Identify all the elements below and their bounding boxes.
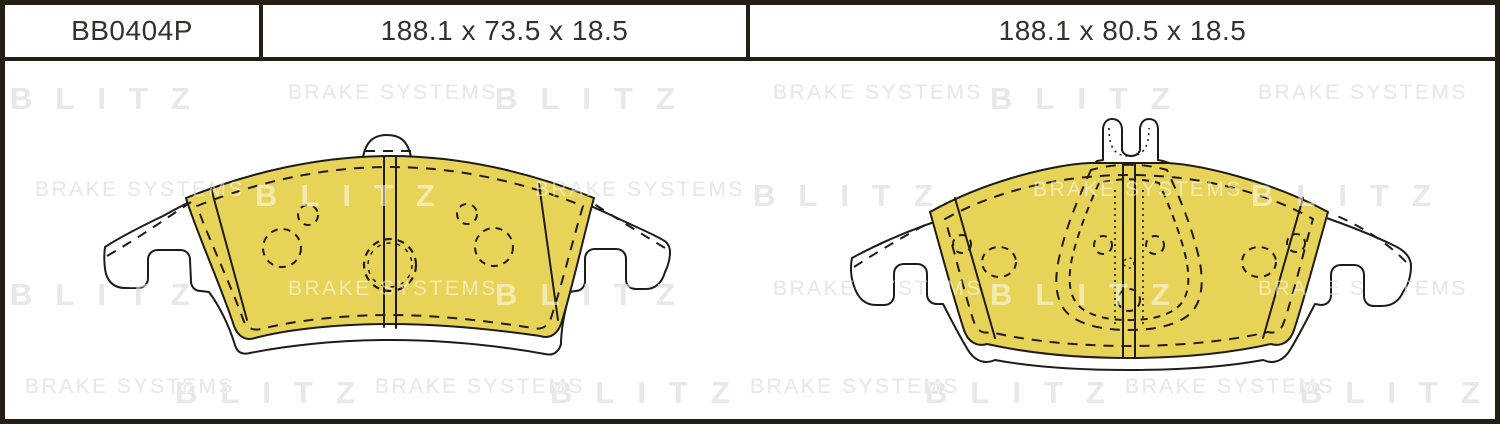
chamfer-line-left-b — [538, 183, 559, 321]
center-slot-left — [383, 156, 397, 329]
part-number-cell: BB0404P — [5, 5, 263, 57]
chamfer-line-left-a — [210, 187, 248, 321]
wing-hidden-edge-right-a — [853, 221, 931, 268]
wear-sensor-centerlines — [1114, 190, 1144, 325]
right-pad-dimensions: 188.1 x 80.5 x 18.5 — [998, 15, 1247, 46]
wing-hidden-edge-right-b — [1334, 214, 1407, 263]
rivet-hole-medium-c — [981, 246, 1017, 278]
rivet-hole-small-d — [1286, 233, 1306, 253]
pad-inner-dashed-outline-left — [195, 165, 585, 331]
part-number: BB0404P — [71, 15, 193, 46]
sensor-hole-a — [1093, 235, 1113, 255]
chamfer-line-right-a — [954, 197, 996, 339]
left-pad-size-cell: 188.1 x 73.5 x 18.5 — [263, 5, 750, 57]
chamfer-line-right-b — [1262, 197, 1304, 339]
wing-hidden-edge-left-a — [106, 201, 192, 257]
friction-material-left — [185, 155, 595, 340]
rivet-hole-medium-b — [474, 227, 514, 267]
center-hole-outer — [362, 237, 418, 293]
brake-pad-drawing-right — [850, 118, 1412, 371]
wear-sensor-inner-outline — [1068, 178, 1190, 322]
sensor-hole-d — [1123, 257, 1135, 269]
dimension-table-header: BB0404P 188.1 x 73.5 x 18.5 188.1 x 80.5… — [5, 5, 1495, 61]
rivet-hole-small-a — [297, 204, 319, 226]
center-slot-right — [1122, 162, 1136, 358]
rivet-hole-small-b — [456, 203, 478, 225]
rivet-hole-medium-a — [262, 228, 302, 268]
rivet-hole-small-c — [952, 234, 972, 254]
sensor-hole-b — [1145, 235, 1165, 255]
friction-material-right — [929, 162, 1329, 359]
wing-hidden-edge-left-b — [590, 201, 666, 249]
brake-pad-drawing-left — [103, 134, 671, 356]
rivet-hole-medium-d — [1241, 246, 1277, 278]
brake-pad-drawings — [5, 61, 1495, 419]
sensor-hole-c — [1117, 288, 1141, 312]
center-hole-inner — [367, 242, 413, 288]
pad-inner-dashed-outline-right — [943, 173, 1315, 348]
right-pad-size-cell: 188.1 x 80.5 x 18.5 — [750, 5, 1495, 57]
left-pad-dimensions: 188.1 x 73.5 x 18.5 — [380, 15, 629, 46]
